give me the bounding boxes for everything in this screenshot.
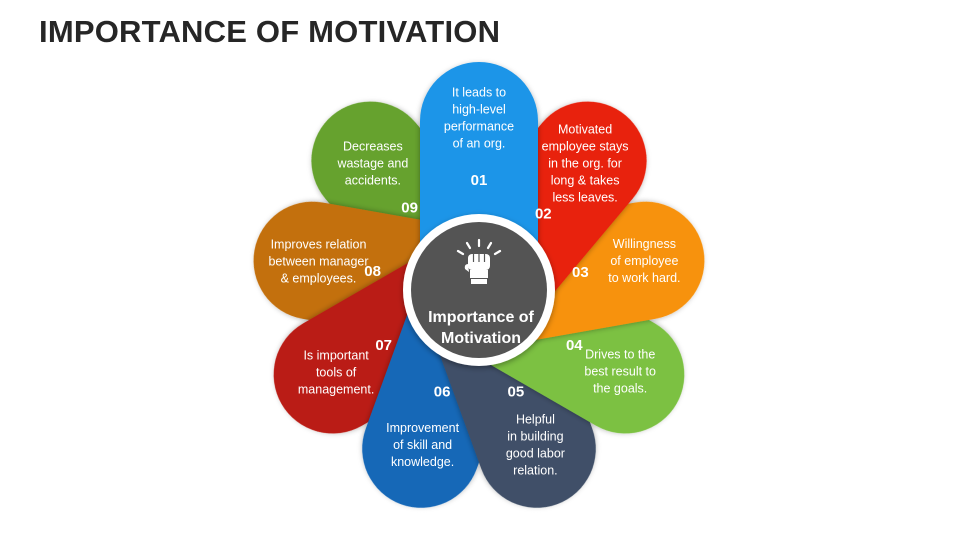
petal-06-text-line: knowledge. [391, 455, 454, 469]
petal-03-text-line: Willingness [613, 237, 676, 251]
petal-01-text-line: performance [444, 120, 514, 134]
petal-02-text-line: long & takes [551, 174, 620, 188]
petal-01-text-line: It leads to [452, 86, 506, 100]
petal-06-text-line: Improvement [386, 421, 459, 435]
petal-04-text-line: best result to [584, 365, 656, 379]
petal-08-number: 08 [364, 263, 381, 280]
petal-08-text-line: & employees. [281, 272, 357, 286]
petal-03-number: 03 [572, 264, 589, 281]
petal-03-text-line: of employee [610, 254, 678, 268]
petal-02-text-line: in the org. for [548, 157, 622, 171]
petal-05-text-line: relation. [513, 464, 557, 478]
petal-02-number: 02 [535, 205, 552, 222]
petal-02-text-line: employee stays [542, 140, 629, 154]
petal-04-text-line: the goals. [593, 382, 647, 396]
petal-02-text-line: Motivated [558, 123, 612, 137]
petal-07-number: 07 [375, 337, 392, 354]
center-disc [411, 222, 547, 358]
petal-01-text-line: of an org. [453, 137, 506, 151]
raised-fist-icon [456, 238, 502, 284]
petal-05-text-line: in building [507, 430, 563, 444]
center-hub: Importance of Motivation [403, 214, 555, 366]
petal-09-text-line: accidents. [345, 174, 401, 188]
petal-01-text-line: high-level [452, 103, 506, 117]
center-label-line-2: Motivation [441, 330, 521, 347]
petal-02-text-line: less leaves. [552, 191, 617, 205]
petal-03-text-line: to work hard. [608, 271, 680, 285]
petal-09-text-line: Decreases [343, 140, 403, 154]
center-label-line-1: Importance of [428, 309, 534, 326]
petal-05-text-line: good labor [506, 447, 565, 461]
petal-07-text-line: management. [298, 383, 374, 397]
petal-04-text-line: Drives to the [585, 348, 655, 362]
petal-07-text-line: Is important [303, 349, 369, 363]
petal-09-number: 09 [401, 199, 418, 216]
petal-05-text-line: Helpful [516, 413, 555, 427]
petal-06-number: 06 [434, 384, 451, 401]
page-title: IMPORTANCE OF MOTIVATION [39, 14, 501, 49]
petal-07-text-line: tools of [316, 366, 357, 380]
petal-05-number: 05 [508, 384, 525, 401]
petal-08-text-line: Improves relation [271, 238, 367, 252]
petal-04-number: 04 [566, 337, 583, 354]
petal-08-text-line: between manager [268, 255, 368, 269]
petal-01-number: 01 [471, 172, 488, 189]
petal-06-text-line: of skill and [393, 438, 452, 452]
petal-09-text-line: wastage and [336, 157, 408, 171]
